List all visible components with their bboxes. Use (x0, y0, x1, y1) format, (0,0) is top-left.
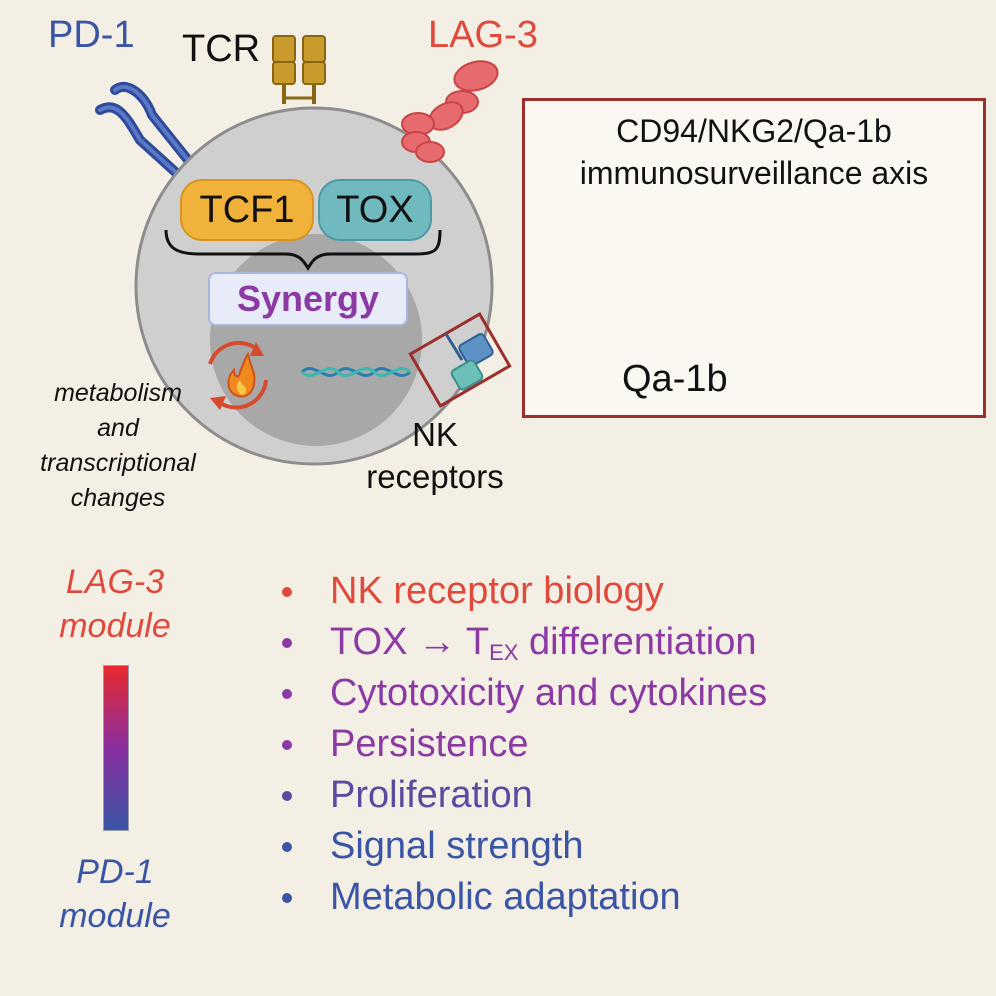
list-item: Metabolic adaptation (278, 872, 767, 923)
list-item: NK receptor biology (278, 566, 767, 617)
lag3-label: LAG-3 (428, 14, 538, 56)
pd1-module-label: PD-1 module (40, 850, 190, 938)
list-item: TOX → TEX differentiation (278, 617, 767, 668)
list-item-subscript: EX (489, 640, 519, 665)
bullet-icon (282, 791, 292, 801)
lag3-module-line: module (59, 607, 171, 645)
list-item-text-prefix: TOX → T (330, 621, 490, 663)
bullet-icon (282, 893, 292, 903)
list-item: Persistence (278, 719, 767, 770)
immunosurveillance-box: CD94/NKG2/Qa-1b immunosurveillance axis (522, 98, 986, 418)
list-item: Proliferation (278, 770, 767, 821)
nk-line: receptors (366, 458, 504, 495)
metabolism-caption: metabolism and transcriptional changes (18, 376, 218, 516)
lag3-module-label: LAG-3 module (40, 560, 190, 648)
lag3-module-line: LAG-3 (65, 563, 165, 601)
nk-receptor-icon (408, 311, 512, 409)
brace (164, 229, 442, 271)
metabolism-line: changes (70, 484, 166, 512)
bullet-icon (282, 638, 292, 648)
nk-receptors-caption: NK receptors (340, 414, 530, 498)
list-item-text: Persistence (330, 723, 529, 765)
nk-line: NK (412, 416, 458, 453)
metabolism-line: and (97, 414, 139, 442)
metabolism-line: transcriptional (40, 449, 196, 477)
pd1-module-line: module (59, 897, 171, 935)
metabolism-flame-icon (208, 340, 268, 410)
list-item: Signal strength (278, 821, 767, 872)
list-item-text-suffix: differentiation (518, 621, 757, 663)
tox-pill: TOX (318, 179, 432, 241)
tcr-icon (272, 35, 326, 104)
pd1-module-line: PD-1 (76, 853, 154, 891)
pd1-label: PD-1 (48, 14, 135, 56)
list-item-text: NK receptor biology (330, 570, 664, 612)
bullet-icon (282, 842, 292, 852)
metabolism-line: metabolism (54, 379, 182, 407)
list-item-text: Proliferation (330, 774, 533, 816)
list-item-text: Cytotoxicity and cytokines (330, 672, 768, 714)
synergy-label: Synergy (208, 272, 408, 326)
bullet-icon (282, 689, 292, 699)
dna-icon (300, 367, 412, 377)
axis-title-line2: immunosurveillance axis (579, 155, 929, 191)
pd1-receptor-icon (95, 82, 193, 183)
tcr-label: TCR (182, 28, 261, 70)
tcf1-pill: TCF1 (180, 179, 314, 241)
feature-list: NK receptor biology TOX → TEX differenti… (278, 566, 767, 923)
bullet-icon (282, 740, 292, 750)
module-gradient-bar (103, 665, 129, 831)
bullet-icon (282, 587, 292, 597)
axis-title-line1: CD94/NKG2/Qa-1b (616, 113, 892, 149)
qa1b-label: Qa-1b (622, 358, 728, 400)
list-item-text: Signal strength (330, 825, 584, 867)
list-item-text: Metabolic adaptation (330, 876, 681, 918)
lag3-receptor-icon (401, 60, 499, 163)
list-item: Cytotoxicity and cytokines (278, 668, 767, 719)
